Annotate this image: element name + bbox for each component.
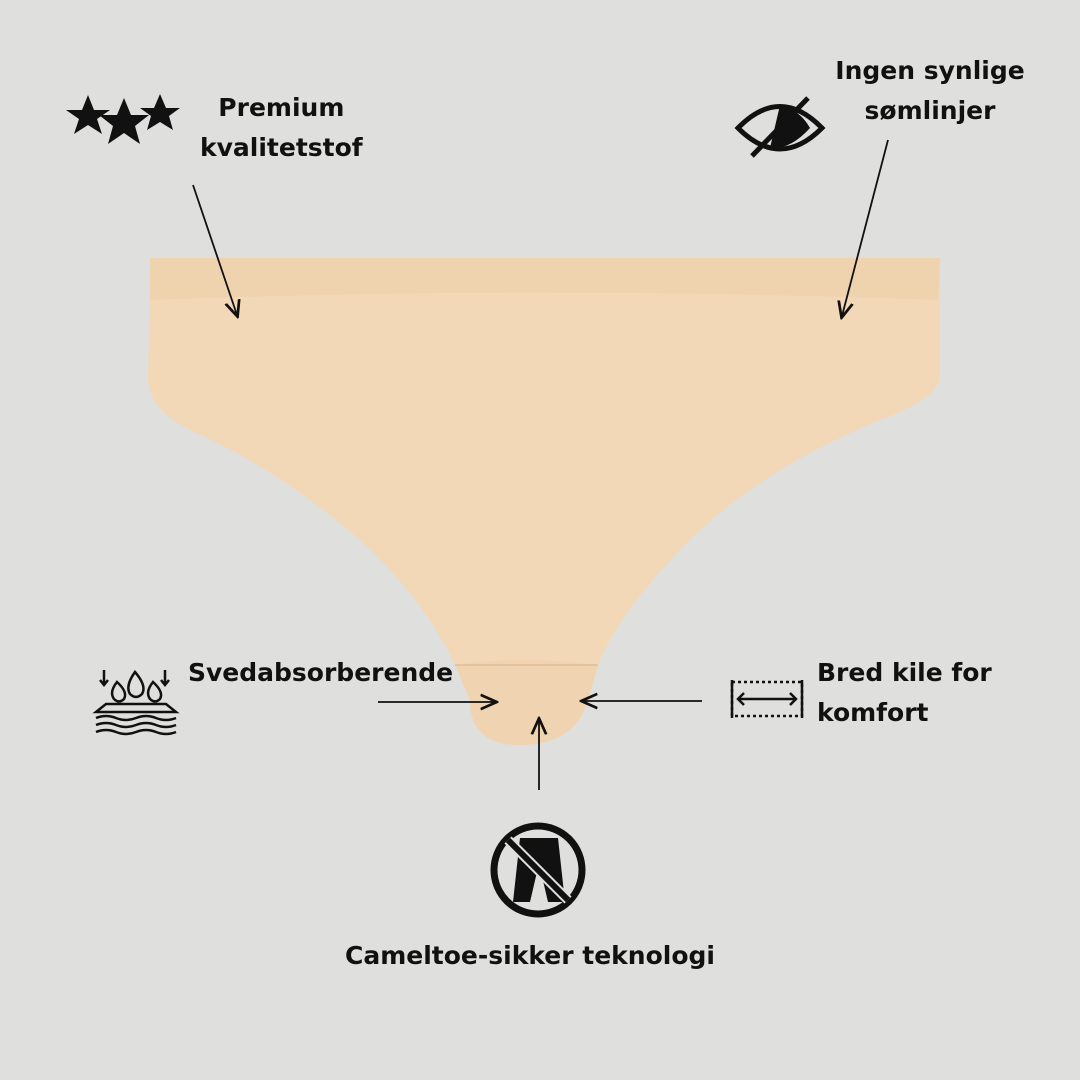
water-absorb-icon: [92, 669, 180, 736]
no-cameltoe-icon: [490, 822, 586, 918]
panty-image: [148, 258, 940, 745]
arrow-premium: [192, 184, 237, 315]
feature-premium: Premium kvalitetstof: [200, 93, 363, 162]
three-stars-icon: [66, 94, 180, 144]
width-arrows-icon: [730, 680, 804, 718]
feature-cameltoe: Cameltoe-sikker teknologi: [345, 941, 715, 970]
arrow-seamless: [842, 139, 889, 316]
eye-slash-icon: [734, 96, 826, 158]
feature-sweat: Svedabsorberende: [188, 658, 454, 687]
feature-gusset: Bred kile for komfort: [817, 658, 992, 727]
feature-seamless: Ingen synlige sømlinjer: [835, 56, 1025, 125]
